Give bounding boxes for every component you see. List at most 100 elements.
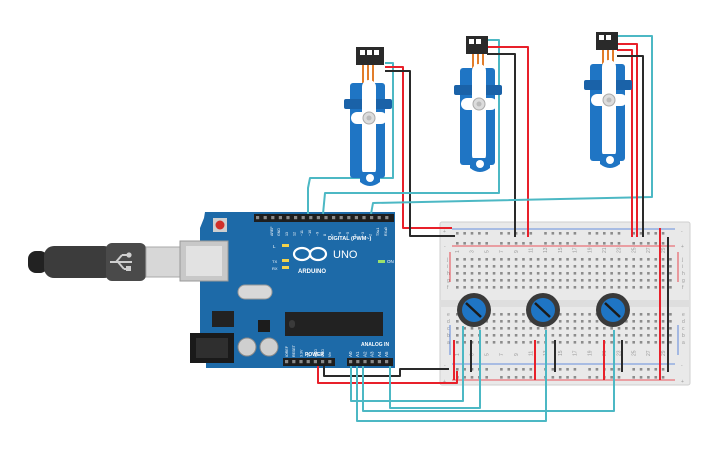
pin-label: 12	[293, 232, 297, 236]
arduino-5v-wire	[317, 366, 458, 384]
terminal-hole	[558, 265, 562, 268]
rail-hole	[632, 232, 635, 235]
terminal-hole	[639, 258, 643, 261]
rail-hole	[507, 376, 511, 379]
rail-hole	[514, 232, 518, 235]
header-pin	[301, 216, 305, 220]
terminal-hole	[558, 272, 562, 275]
header-pin	[286, 216, 290, 220]
terminal-hole	[536, 286, 540, 289]
terminal-hole	[500, 265, 503, 268]
rail-hole	[632, 242, 635, 245]
terminal-hole	[595, 279, 599, 282]
terminal-hole	[625, 279, 628, 282]
rail-hole	[558, 232, 562, 235]
potentiometer-3	[596, 293, 630, 327]
row-letter: a	[682, 340, 685, 346]
rail-hole	[478, 242, 481, 245]
column-number: 9	[514, 353, 520, 356]
terminal-hole	[470, 279, 474, 282]
terminal-hole	[610, 279, 613, 282]
terminal-hole	[566, 286, 569, 289]
rail-plus-label-top: +	[443, 229, 446, 235]
terminal-hole	[522, 313, 525, 316]
row-letter: h	[682, 271, 685, 277]
terminal-hole	[639, 320, 643, 323]
rail-hole	[603, 232, 606, 235]
rail-plus-label-right-top: +	[681, 244, 684, 250]
terminal-hole	[595, 265, 599, 268]
rail-hole	[654, 242, 658, 245]
terminal-hole	[573, 265, 577, 268]
terminal-hole	[558, 341, 562, 344]
terminal-hole	[654, 286, 658, 289]
rail-hole	[507, 242, 511, 245]
terminal-hole	[661, 334, 665, 337]
terminal-hole	[632, 327, 635, 330]
terminal-hole	[507, 334, 511, 337]
terminal-hole	[551, 279, 555, 282]
rail-hole	[522, 368, 525, 371]
terminal-hole	[647, 265, 650, 268]
usb-cable	[28, 243, 181, 281]
terminal-hole	[573, 320, 577, 323]
column-number: 19	[587, 247, 593, 253]
pin-label: ~3	[361, 232, 365, 236]
pot1-signal-wire	[350, 326, 464, 402]
terminal-hole	[566, 327, 569, 330]
terminal-hole	[647, 258, 650, 261]
rail-hole	[551, 242, 555, 245]
pin-label: IOREF	[285, 345, 289, 357]
terminal-hole	[639, 279, 643, 282]
tx-label: TX	[272, 259, 277, 264]
crystal	[237, 284, 273, 300]
header-pin	[306, 360, 310, 364]
capacitor-2	[259, 337, 279, 357]
terminal-hole	[647, 327, 650, 330]
column-number: 5	[484, 353, 490, 356]
terminal-hole	[500, 286, 503, 289]
row-letter: f	[447, 285, 449, 291]
pot3-signal-wire	[362, 330, 615, 412]
terminal-hole	[507, 313, 511, 316]
terminal-hole	[661, 313, 665, 316]
terminal-hole	[647, 286, 650, 289]
header-pin	[370, 360, 374, 364]
rail-hole	[588, 242, 591, 245]
rail-hole	[529, 232, 533, 235]
terminal-hole	[661, 327, 665, 330]
terminal-hole	[610, 272, 613, 275]
terminal-hole	[478, 286, 481, 289]
rail-hole	[566, 242, 569, 245]
terminal-hole	[654, 279, 658, 282]
pin-label: A4	[377, 351, 382, 357]
terminal-hole	[456, 258, 459, 261]
row-letter: d	[447, 319, 450, 325]
terminal-hole	[580, 265, 584, 268]
terminal-hole	[654, 258, 658, 261]
terminal-hole	[463, 279, 466, 282]
row-letter: c	[682, 326, 685, 332]
rail-hole	[522, 232, 525, 235]
column-number: 11	[529, 351, 535, 356]
rail-hole	[529, 376, 533, 379]
terminal-hole	[529, 258, 533, 261]
rail-hole	[573, 232, 577, 235]
row-letter: d	[682, 319, 685, 325]
terminal-hole	[536, 327, 540, 330]
small-ic	[258, 320, 270, 332]
rx-label: RX	[272, 266, 278, 271]
terminal-hole	[669, 265, 672, 268]
rail-hole	[551, 368, 555, 371]
rail-hole	[588, 368, 591, 371]
digital-header	[254, 214, 394, 222]
terminal-hole	[661, 258, 665, 261]
terminal-hole	[603, 279, 606, 282]
terminal-hole	[492, 341, 496, 344]
header-pin	[385, 216, 389, 220]
terminal-hole	[632, 334, 635, 337]
terminal-hole	[544, 258, 547, 261]
terminal-hole	[507, 265, 511, 268]
